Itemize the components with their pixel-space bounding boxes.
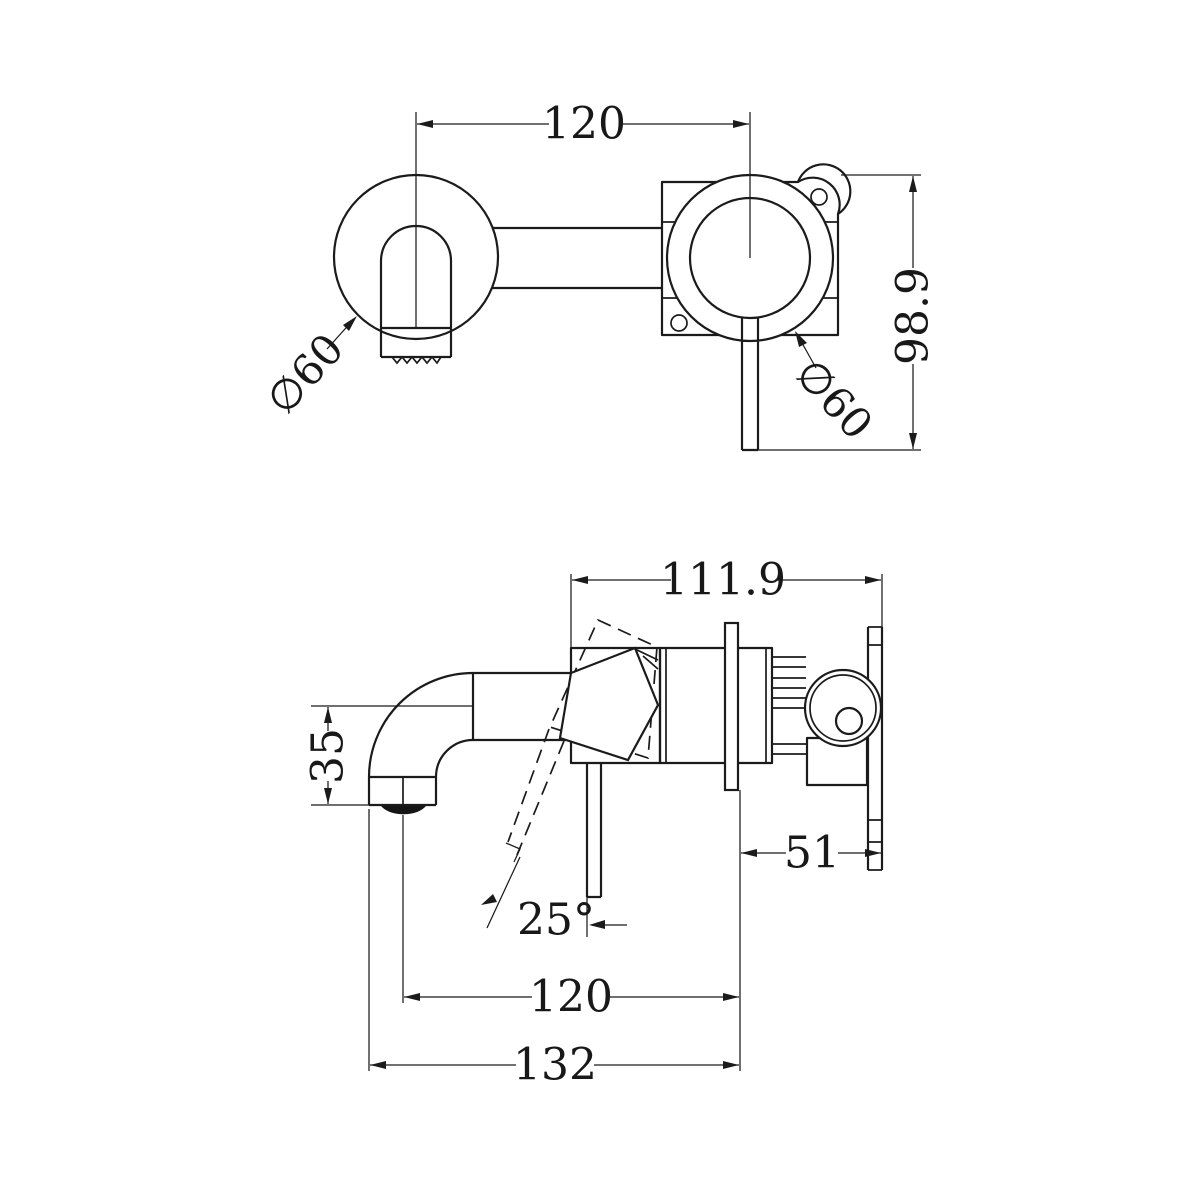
dim-handle-angle: 25° bbox=[481, 856, 627, 946]
inwall-connector bbox=[803, 668, 883, 748]
dim-wall-depth: 51 bbox=[741, 828, 881, 879]
dim-label-angle: 25° bbox=[517, 895, 595, 946]
mixer-body-side bbox=[569, 646, 774, 765]
side-extension-lines bbox=[311, 574, 883, 1071]
side-view: 25° 111.9 35 bbox=[303, 555, 884, 1091]
dim-reach-center: 120 bbox=[404, 972, 739, 1023]
aerator-side bbox=[381, 806, 426, 815]
handle-raised-dashed bbox=[505, 618, 658, 863]
dim-label-51: 51 bbox=[784, 828, 840, 879]
spout-side bbox=[367, 671, 571, 815]
handle-head-side bbox=[558, 646, 660, 762]
dim-reach-total: 132 bbox=[370, 1040, 739, 1091]
aerator-front bbox=[391, 355, 442, 365]
dim-label-35: 35 bbox=[303, 728, 354, 784]
wall-plate-side bbox=[866, 626, 884, 871]
escutcheon-flange-side bbox=[723, 621, 740, 792]
dim-label-120-reach: 120 bbox=[529, 972, 613, 1023]
dim-label-front-120: 120 bbox=[542, 99, 626, 150]
front-view: 120 98.9 ∅60 ∅60 bbox=[257, 99, 939, 452]
dim-label-front-98-9: 98.9 bbox=[888, 267, 939, 365]
handle-lever-side bbox=[585, 763, 603, 937]
front-extension-lines bbox=[415, 112, 921, 451]
inwall-threads bbox=[772, 656, 806, 755]
label-dia-mixer: ∅60 bbox=[786, 331, 883, 449]
connecting-pipe-front bbox=[492, 221, 838, 299]
dia-label-mixer: ∅60 bbox=[786, 349, 883, 449]
dim-side-depth: 111.9 bbox=[572, 555, 881, 606]
dia-label-spout: ∅60 bbox=[257, 324, 354, 424]
label-dia-spout: ∅60 bbox=[257, 316, 357, 424]
dim-spout-drop: 35 bbox=[303, 707, 354, 804]
dim-front-centers: 120 bbox=[417, 99, 749, 150]
mounting-plate-front bbox=[660, 163, 852, 337]
handle-lever-front bbox=[740, 318, 760, 452]
dim-front-height: 98.9 bbox=[888, 176, 939, 449]
dim-label-132: 132 bbox=[513, 1040, 597, 1091]
dim-label-111-9: 111.9 bbox=[660, 555, 786, 606]
